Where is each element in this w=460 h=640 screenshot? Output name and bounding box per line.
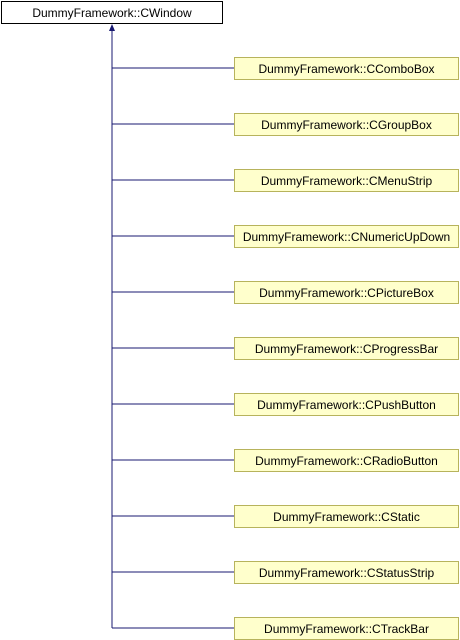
derived-class-label: DummyFramework::CPushButton <box>257 397 436 412</box>
derived-class-label: DummyFramework::CComboBox <box>258 61 435 76</box>
derived-class-label: DummyFramework::CRadioButton <box>255 453 438 468</box>
derived-class-label: DummyFramework::CTrackBar <box>264 621 429 636</box>
derived-class-label: DummyFramework::CProgressBar <box>254 341 439 356</box>
derived-class-node-cstatic[interactable]: DummyFramework::CStatic <box>234 505 459 528</box>
derived-class-node-cpushbutton[interactable]: DummyFramework::CPushButton <box>234 393 459 416</box>
derived-class-label: DummyFramework::CNumericUpDown <box>242 229 451 244</box>
derived-class-node-cprogressbar[interactable]: DummyFramework::CProgressBar <box>234 337 459 360</box>
derived-class-label: DummyFramework::CGroupBox <box>261 117 432 132</box>
derived-class-node-cgroupbox[interactable]: DummyFramework::CGroupBox <box>234 113 459 136</box>
derived-class-node-cpicturebox[interactable]: DummyFramework::CPictureBox <box>234 281 459 304</box>
derived-class-label: DummyFramework::CStatic <box>273 509 420 524</box>
derived-class-node-ctrackbar[interactable]: DummyFramework::CTrackBar <box>234 617 459 640</box>
derived-class-label: DummyFramework::CMenuStrip <box>260 173 433 188</box>
derived-class-node-cradiobutton[interactable]: DummyFramework::CRadioButton <box>234 449 459 472</box>
inheritance-arrowhead <box>109 24 115 31</box>
derived-class-label: DummyFramework::CStatusStrip <box>258 565 435 580</box>
base-class-node-cwindow[interactable]: DummyFramework::CWindow <box>1 1 223 24</box>
derived-class-label: DummyFramework::CPictureBox <box>259 285 434 300</box>
base-class-label: DummyFramework::CWindow <box>32 5 192 20</box>
derived-class-node-ccombobox[interactable]: DummyFramework::CComboBox <box>234 57 459 80</box>
derived-class-node-cstatusstrip[interactable]: DummyFramework::CStatusStrip <box>234 561 459 584</box>
derived-class-node-cmenustrip[interactable]: DummyFramework::CMenuStrip <box>234 169 459 192</box>
derived-class-node-cnumericupdown[interactable]: DummyFramework::CNumericUpDown <box>234 225 459 248</box>
